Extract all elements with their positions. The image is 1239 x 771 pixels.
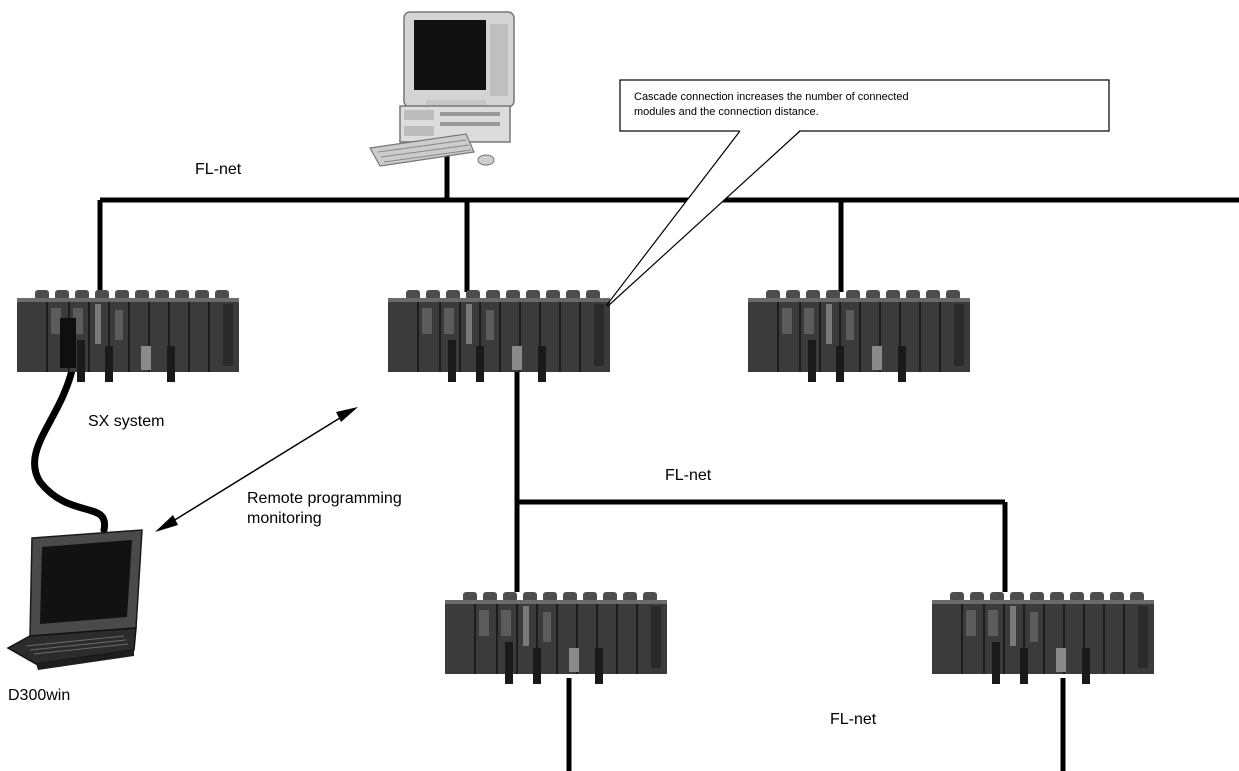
fl-net-label-middle: FL-net xyxy=(665,467,712,484)
plc-rack-bottom-left xyxy=(444,591,668,685)
plc-rack-bottom-right xyxy=(931,591,1155,685)
programming-cable xyxy=(31,366,109,534)
fl-net-label-bottom: FL-net xyxy=(830,711,877,728)
cascade-callout xyxy=(605,79,1110,307)
cascade-callout-text: Cascade connection increases the number … xyxy=(634,91,909,118)
network-lines xyxy=(97,148,1239,771)
plc-rack-cascade xyxy=(387,289,611,383)
laptop-icon xyxy=(6,529,143,670)
plc-rack-sx-system xyxy=(16,289,240,383)
sx-system-label: SX system xyxy=(88,413,165,430)
d300win-label: D300win xyxy=(8,687,71,704)
plc-rack-right xyxy=(747,289,971,383)
fl-net-label-top: FL-net xyxy=(195,161,242,178)
remote-programming-arrow xyxy=(155,407,358,532)
remote-programming-label: Remote programming monitoring xyxy=(247,490,402,527)
desktop-computer-icon xyxy=(369,11,515,167)
